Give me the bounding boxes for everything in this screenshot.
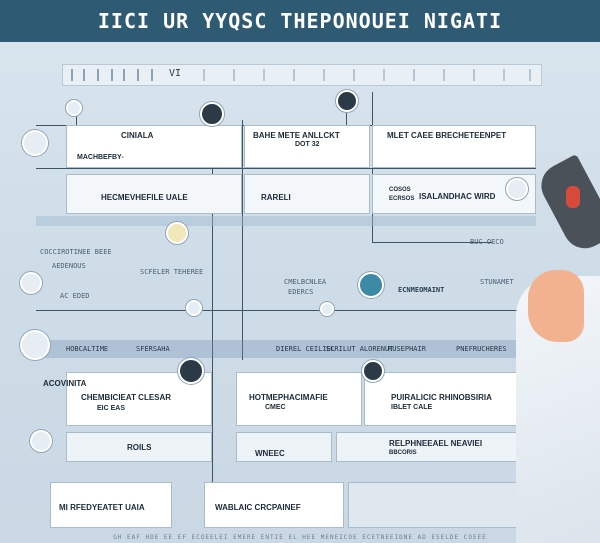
ruler-tick [413, 69, 415, 81]
ruler-tick [83, 69, 85, 81]
ruler-tick [137, 69, 139, 81]
panel-sublabel: MACHBEFBY- [77, 154, 124, 161]
panel-row2-cell1: HECMEVHEFILE UALE [66, 174, 242, 214]
footer-text: GH EAF HDE EE EF ECOEELEI EMERE ENTIE EL… [113, 534, 487, 541]
node-marker [320, 302, 334, 316]
ruler-tick [203, 69, 205, 81]
panel-sublabel: CMEC [265, 404, 286, 411]
node-marker [66, 100, 82, 116]
annotation-text: AC EDED [60, 292, 90, 300]
hand-illustration [528, 270, 584, 342]
ruler-label: VI [169, 68, 182, 79]
node-marker [178, 358, 204, 384]
panel-row1-cell3: MLET CAEE BRECHETEENPET [372, 125, 536, 168]
top-ruler-strip: VI [62, 64, 542, 86]
annotation-text: STUNAMET [480, 278, 514, 286]
label-band: HOBCALTIME SFERSAHA DIEREL CEILIEL SCRIL… [36, 340, 536, 358]
ruler-tick [233, 69, 235, 81]
panel-label: MI RFEDYEATET UAIA [59, 503, 145, 512]
panel-row4-cell2: WNEEC [236, 432, 332, 462]
connector-line [212, 108, 213, 528]
connector-line [36, 168, 536, 169]
node-marker [362, 360, 384, 382]
page-title: IICI UR YYQSC THEPONOUEI NIGATI [97, 9, 503, 33]
panel-sublabel: EIC EAS [97, 405, 126, 412]
panel-row1-cell2: BAHE METE ANLLCKT DOT 32 [244, 125, 370, 168]
node-marker [20, 272, 42, 294]
node-marker [166, 222, 188, 244]
panel-label: HECMEVHEFILE UALE [101, 193, 188, 202]
panel-row5-cell1: MI RFEDYEATET UAIA [50, 482, 172, 528]
panel-row3-cell2: HOTMEPHACIMAFIE CMEC [236, 372, 362, 426]
node-marker [30, 430, 52, 452]
panel-row2-cell2: RARELI [244, 174, 370, 214]
panel-label: RELPHNEEAEL NEAVIEI [389, 439, 483, 448]
panel-label: ISALANDHAC WIRD [419, 192, 496, 201]
annotation-text: COCCIROTINEE BEEE [40, 248, 112, 256]
node-marker [200, 102, 224, 126]
panel-label: ACOVINITA [43, 379, 87, 388]
panel-row4-cell1: ROILS [66, 432, 212, 462]
node-marker [22, 130, 48, 156]
panel-sublabel: CHEMBICIEAT CLESAR [81, 393, 172, 402]
panel-sublabel: COSOS [389, 187, 411, 193]
panel-row5-cell2: WABLAIC CRCPAINEF [204, 482, 344, 528]
panel-row3-cell3: PUIRALICIC RHINOBSIRIA IBLET CALE [364, 372, 536, 426]
panel-label: ROILS [127, 443, 152, 452]
annotation-text: EDERCS [288, 288, 314, 296]
panel-label: WABLAIC CRCPAINEF [215, 503, 301, 512]
ruler-tick [263, 69, 265, 81]
panel-label: WNEEC [255, 449, 285, 458]
annotation-text: CMELBCNLEA [284, 278, 327, 286]
band-label: PNEFRUCHERES [456, 345, 507, 353]
ruler-tick [443, 69, 445, 81]
panel-label: MLET CAEE BRECHETEENPET [387, 131, 507, 140]
ruler-tick [529, 69, 531, 81]
node-marker [506, 178, 528, 200]
connector-line [372, 242, 492, 243]
divider-band [36, 216, 536, 226]
ruler-tick [383, 69, 385, 81]
node-marker [336, 90, 358, 112]
band-label: SFERSAHA [136, 345, 170, 353]
panel-row5-cell3 [348, 482, 536, 528]
ruler-tick [97, 69, 99, 81]
annotation-text: ECNMEOMAINT [398, 286, 445, 294]
annotation-text: BUC OECO [470, 238, 504, 246]
panel-label: HOTMEPHACIMAFIE [249, 393, 328, 402]
panel-label: RARELI [261, 193, 291, 202]
band-label: HOBCALTIME [66, 345, 109, 353]
annotation-text: AEDENOUS [52, 262, 86, 270]
ruler-tick [473, 69, 475, 81]
ruler-tick [293, 69, 295, 81]
node-marker [358, 272, 384, 298]
device-indicator [566, 186, 580, 208]
ruler-tick [71, 69, 73, 81]
node-marker [20, 330, 50, 360]
band-label: DIEREL CEILIEL [276, 345, 336, 353]
panel-row4-cell3: RELPHNEEAEL NEAVIEI BBCORIS [336, 432, 536, 462]
ruler-tick [503, 69, 505, 81]
ruler-tick [353, 69, 355, 81]
connector-line [36, 310, 536, 311]
ruler-tick [151, 69, 153, 81]
ruler-tick [123, 69, 125, 81]
panel-sublabel: BBCORIS [389, 450, 417, 456]
band-label: SCRILUT ALORENUT [326, 345, 394, 353]
panel-sublabel: DOT 32 [295, 141, 320, 148]
panel-sublabel: IBLET CALE [391, 404, 433, 411]
band-label: RUSEPHAIR [388, 345, 426, 353]
ruler-tick [111, 69, 113, 81]
panel-row1-cell1: CINIALA MACHBEFBY- [66, 125, 242, 168]
header-banner: IICI UR YYQSC THEPONOUEI NIGATI [0, 0, 600, 42]
panel-sublabel: ECRSOS [389, 196, 415, 202]
annotation-text: SCFELER TEHEREE [140, 268, 204, 276]
panel-label: PUIRALICIC RHINOBSIRIA [391, 393, 492, 402]
panel-label: CINIALA [121, 131, 154, 140]
node-marker [186, 300, 202, 316]
connector-line [242, 120, 243, 360]
panel-label: BAHE METE ANLLCKT [253, 131, 340, 140]
panel-row3-cell1: ACOVINITA CHEMBICIEAT CLESAR EIC EAS [43, 372, 212, 426]
ruler-tick [323, 69, 325, 81]
